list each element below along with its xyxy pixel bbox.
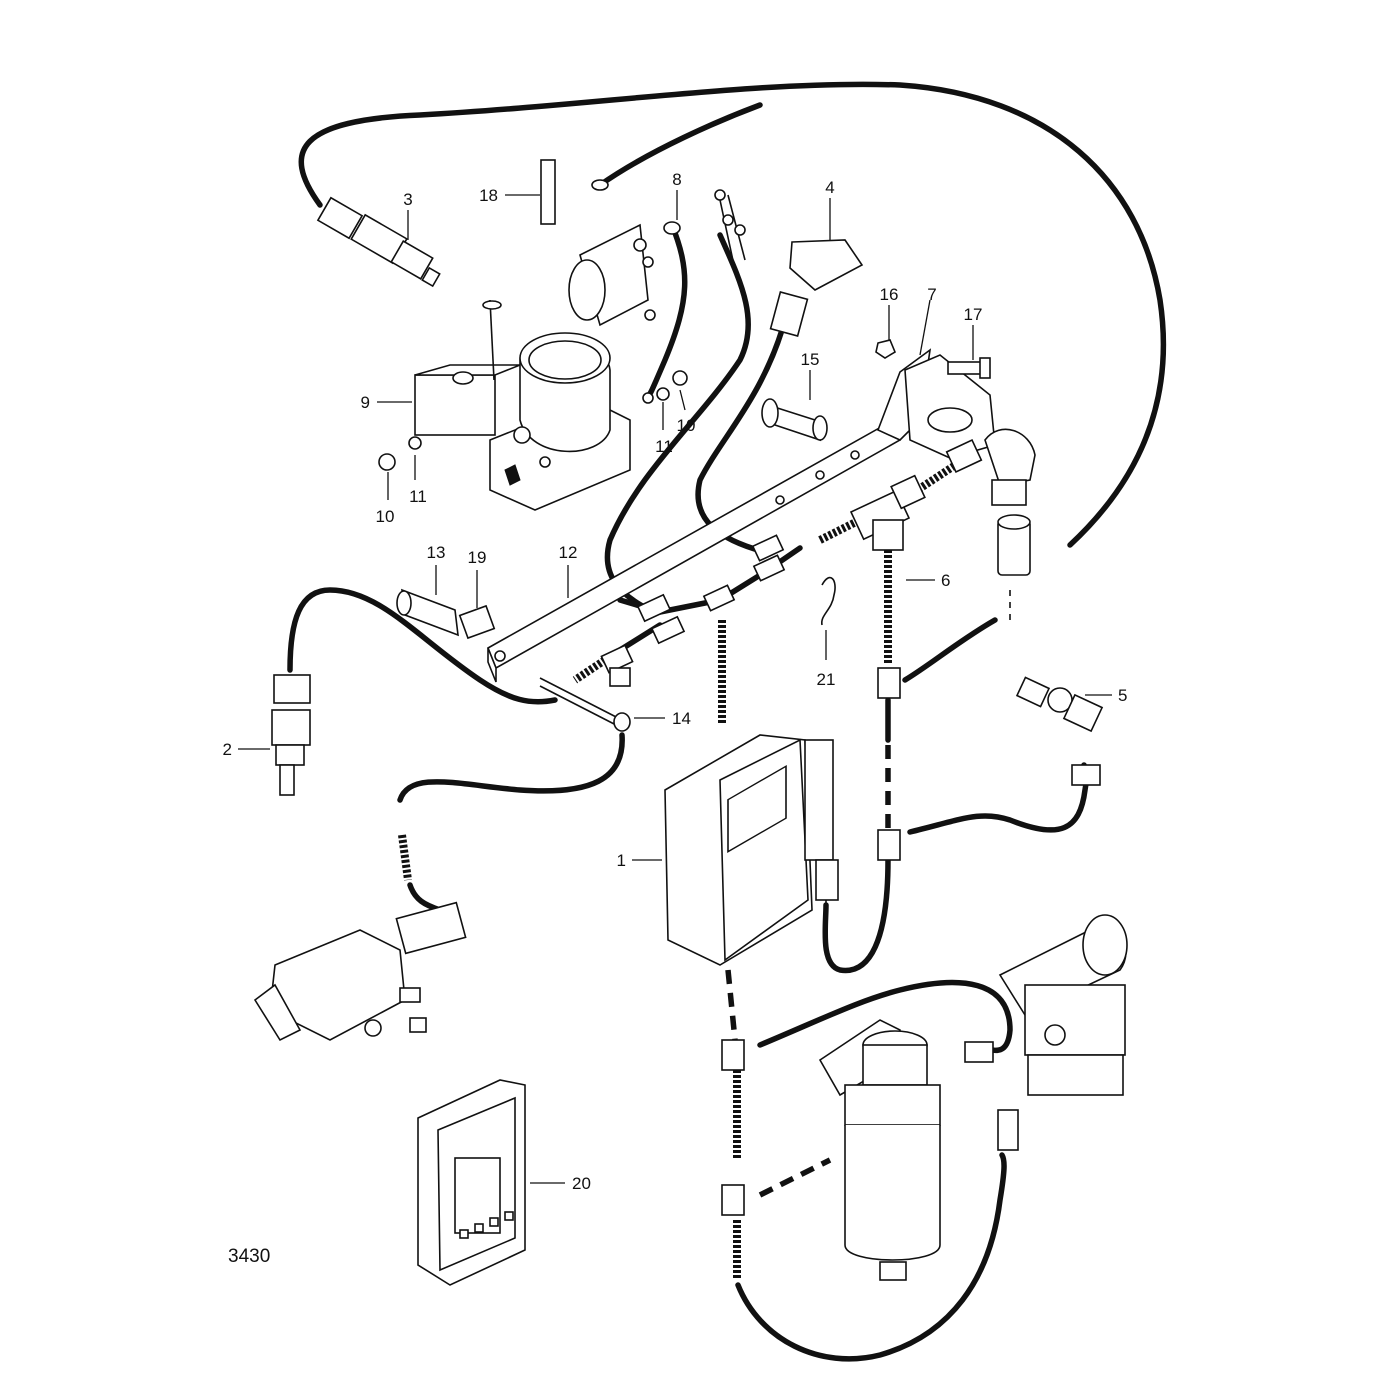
callout-4: 4 [825, 178, 834, 197]
callout-11b: 11 [409, 487, 427, 506]
small-parts [396, 339, 991, 732]
callout-13: 13 [427, 543, 446, 562]
sensor-2 [271, 674, 311, 796]
callout-18: 18 [479, 186, 498, 205]
relay [568, 221, 681, 327]
callout-19: 19 [468, 548, 487, 567]
sensor-4 [714, 189, 864, 337]
sensor-5 [1015, 676, 1104, 786]
callout-11a: 11 [655, 437, 673, 456]
callout-21: 21 [817, 670, 836, 689]
injection-pump [253, 901, 467, 1042]
ecu-1 [664, 734, 839, 966]
throttle-housing [378, 299, 688, 511]
tag-18 [540, 159, 609, 225]
sensor-3 [316, 196, 441, 288]
callout-5: 5 [1118, 686, 1127, 705]
callout-15: 15 [801, 350, 820, 369]
fuel-filters [818, 914, 1128, 1281]
callout-7: 7 [927, 285, 936, 304]
callout-9: 9 [361, 393, 370, 412]
callout-16: 16 [880, 285, 899, 304]
callout-2: 2 [223, 740, 232, 759]
callout-10b: 10 [376, 507, 395, 526]
callout-6: 6 [941, 571, 950, 590]
callout-labels: 1 2 3 4 5 6 7 8 9 10 10 11 11 12 13 14 1… [223, 170, 1128, 1267]
callout-20: 20 [572, 1174, 591, 1193]
callout-12: 12 [559, 543, 578, 562]
leader-lines [238, 190, 1112, 1184]
callout-8: 8 [672, 170, 681, 189]
callout-17: 17 [964, 305, 983, 324]
mounting-bracket [486, 348, 996, 683]
harness-connectors [600, 428, 1036, 1216]
figure-code: 3430 [228, 1246, 270, 1267]
ecu-20 [417, 1079, 526, 1286]
callout-10a: 10 [677, 416, 696, 435]
callout-14: 14 [672, 709, 691, 728]
callout-1: 1 [617, 851, 626, 870]
callout-3: 3 [403, 190, 412, 209]
